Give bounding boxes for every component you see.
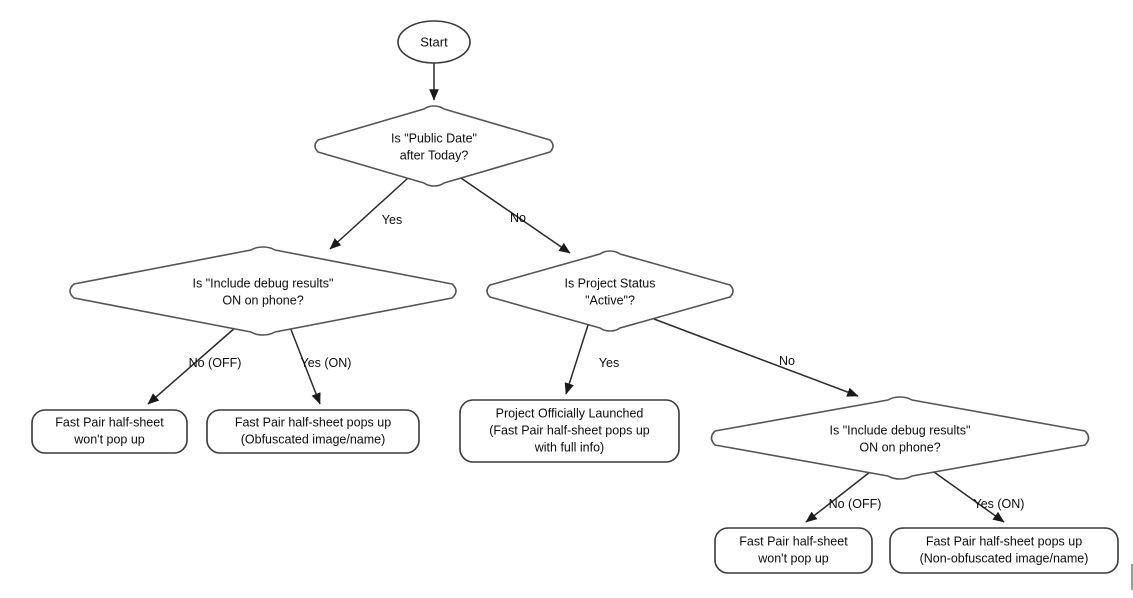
node-terminal-left-on[interactable]: Fast Pair half-sheet pops up (Obfuscated… [206, 409, 420, 454]
edge-label-public-date-yes: Yes [382, 213, 402, 227]
right-off-box [714, 527, 873, 574]
left-off-box [31, 409, 188, 454]
debug-right-diamond [710, 396, 1090, 480]
edge-label-debug-right-off: No (OFF) [829, 497, 882, 511]
right-off-line2: won't pop up [757, 551, 829, 565]
right-on-box [889, 527, 1119, 574]
edge-label-public-date-no: No [510, 211, 526, 225]
edge-layer [147, 63, 1005, 523]
left-off-line1: Fast Pair half-sheet [55, 415, 164, 429]
edge-label-debug-right-on: Yes (ON) [974, 497, 1025, 511]
right-off-line1: Fast Pair half-sheet [739, 534, 848, 548]
right-on-line1: Fast Pair half-sheet pops up [926, 534, 1082, 548]
launched-line3: with full info) [534, 440, 604, 454]
project-status-diamond [486, 250, 734, 332]
debug-left-diamond [69, 246, 457, 336]
project-status-line1: Is Project Status [564, 276, 655, 290]
node-decision-project-status[interactable]: Is Project Status "Active"? [486, 250, 734, 332]
debug-right-line2: ON on phone? [859, 440, 940, 454]
edge-label-project-status-yes: Yes [599, 356, 619, 370]
node-terminal-left-off[interactable]: Fast Pair half-sheet won't pop up [31, 409, 188, 454]
left-on-line1: Fast Pair half-sheet pops up [235, 415, 391, 429]
left-off-line2: won't pop up [73, 432, 145, 446]
project-status-line2: "Active"? [585, 293, 635, 307]
node-decision-debug-right[interactable]: Is "Include debug results" ON on phone? [710, 396, 1090, 480]
page-edge-marker [1131, 564, 1133, 590]
node-decision-public-date[interactable]: Is "Public Date" after Today? [314, 105, 554, 187]
launched-line1: Project Officially Launched [496, 406, 644, 420]
edge-debug-right-on [933, 471, 1005, 523]
node-terminal-launched[interactable]: Project Officially Launched (Fast Pair h… [459, 399, 680, 463]
node-terminal-right-on[interactable]: Fast Pair half-sheet pops up (Non-obfusc… [889, 527, 1119, 574]
start-label: Start [420, 34, 448, 49]
edge-debug-left-on [289, 326, 321, 405]
debug-left-line2: ON on phone? [222, 293, 303, 307]
edge-public-date-yes [329, 177, 409, 250]
left-on-line2: (Obfuscated image/name) [241, 432, 386, 446]
edge-label-project-status-no: No [779, 354, 795, 368]
start-ellipse [397, 20, 471, 64]
left-on-box [206, 409, 420, 454]
edge-label-debug-left-off: No (OFF) [189, 356, 242, 370]
edge-label-layer: Yes No No (OFF) Yes (ON) Yes No No (OFF)… [189, 211, 1025, 511]
edge-debug-left-off [147, 326, 237, 405]
node-terminal-right-off[interactable]: Fast Pair half-sheet won't pop up [714, 527, 873, 574]
edge-project-status-no [653, 318, 859, 397]
public-date-diamond [314, 105, 554, 187]
edge-debug-right-off [805, 471, 871, 523]
launched-line2: (Fast Pair half-sheet pops up [489, 423, 650, 437]
edge-project-status-yes [564, 324, 589, 395]
edge-label-debug-left-on: Yes (ON) [301, 356, 352, 370]
node-decision-debug-left[interactable]: Is "Include debug results" ON on phone? [69, 246, 457, 336]
public-date-line2: after Today? [400, 148, 469, 162]
right-on-line2: (Non-obfuscated image/name) [920, 551, 1089, 565]
public-date-line1: Is "Public Date" [391, 131, 477, 145]
edge-public-date-no [460, 177, 571, 254]
debug-right-line1: Is "Include debug results" [830, 423, 971, 437]
node-start[interactable]: Start [397, 20, 471, 64]
debug-left-line1: Is "Include debug results" [193, 276, 334, 290]
launched-box [459, 399, 680, 463]
